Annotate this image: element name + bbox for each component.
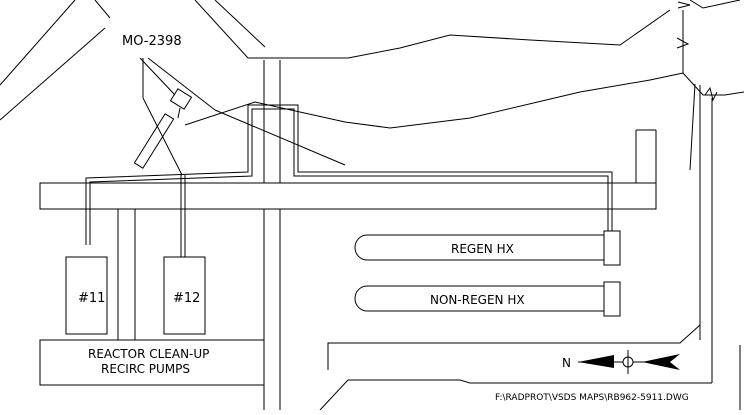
recirc-pumps-box — [39, 339, 265, 386]
pipe-run — [85, 104, 613, 258]
pump-12[interactable] — [163, 256, 206, 335]
pumps-label-line1: REACTOR CLEAN-UP — [88, 347, 209, 361]
corridor — [39, 60, 657, 410]
valve-mo-2398[interactable] — [133, 57, 346, 176]
north-arrow — [578, 350, 680, 374]
pumps-label-line2: RECIRC PUMPS — [101, 362, 190, 376]
non-regen-hx-label: NON-REGEN HX — [430, 293, 525, 307]
regen-hx[interactable] — [354, 230, 621, 266]
lower-room — [319, 324, 741, 411]
pump-11[interactable] — [65, 256, 108, 335]
valve-tag-label: MO-2398 — [122, 34, 182, 49]
regen-hx-label: REGEN HX — [451, 242, 514, 256]
north-label: N — [562, 356, 571, 370]
pump-11-label: #11 — [78, 291, 105, 306]
non-regen-hx[interactable] — [354, 281, 621, 317]
file-path: F:\RADPROT\VSDS MAPS\RB962-5911.DWG — [495, 393, 689, 403]
pump-12-label: #12 — [173, 291, 200, 306]
